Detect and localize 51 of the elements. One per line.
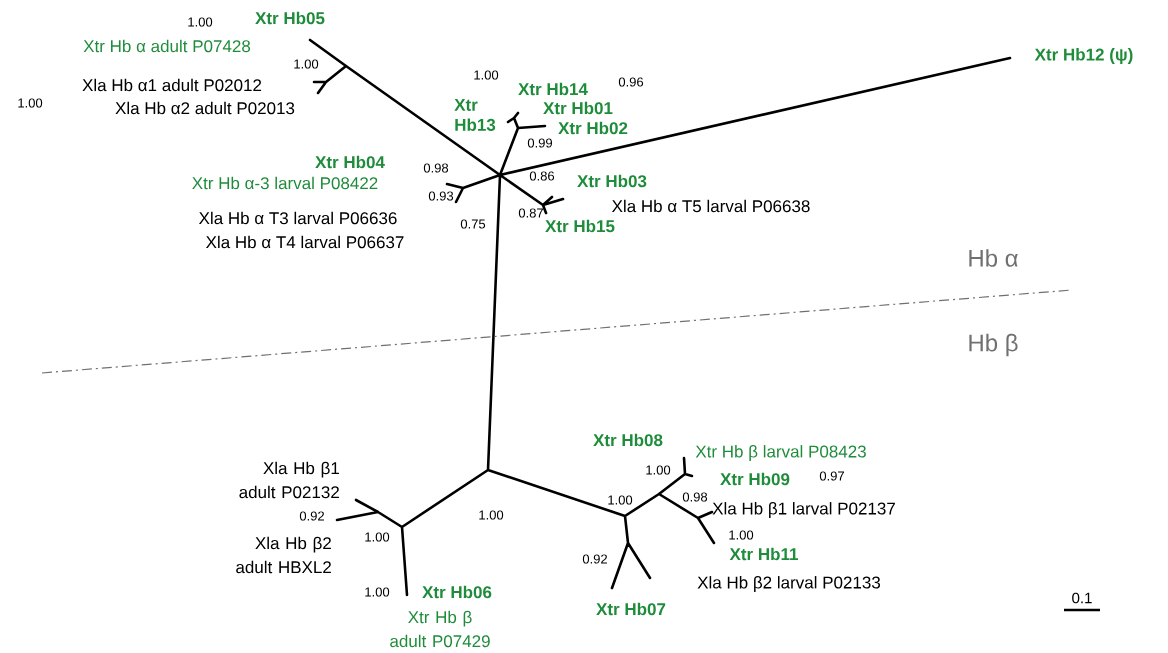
taxon-label: Xtr Hb05: [255, 11, 325, 25]
support-value: 0.87: [518, 208, 543, 218]
support-value: 0.86: [529, 171, 555, 181]
support-value: 1.00: [18, 98, 43, 108]
taxon-label: Xtr Hb12 (ψ): [1034, 48, 1133, 64]
taxon-label: Xla Hb α2 adult P02013: [115, 101, 295, 115]
support-value: 0.98: [682, 492, 708, 502]
taxon-label: Xtr Hb07: [596, 602, 666, 616]
taxon-label: Xtr Hb15: [545, 219, 615, 233]
taxon-label: Xla Hb β2 adult HBXL2: [236, 536, 331, 574]
taxon-label: Xtr Hb09: [720, 472, 790, 486]
taxon-label: Xtr Hb02: [558, 121, 628, 135]
taxon-label: Xla Hb β2 larval P02133: [697, 576, 881, 592]
taxon-label: Xtr Hb13: [454, 99, 496, 131]
support-value: 0.92: [582, 554, 607, 564]
support-value: 1.00: [646, 465, 671, 475]
taxon-label: Xla Hb β1 adult P02132: [239, 461, 339, 499]
support-value: 1.00: [474, 70, 499, 80]
taxon-label: Xla Hb α T4 larval P06637: [206, 235, 404, 249]
support-value: 0.96: [618, 77, 644, 87]
taxon-label: Xtr Hb α adult P07428: [83, 39, 251, 53]
support-value: 1.00: [188, 17, 213, 27]
taxon-label: Xla Hb α1 adult P02012: [82, 78, 262, 92]
support-value: 0.97: [819, 471, 844, 481]
support-value: 1.00: [365, 532, 390, 542]
support-value: 0.99: [527, 138, 553, 148]
taxon-label: Xtr Hb β larval P08423: [695, 445, 866, 461]
support-value: 1.00: [365, 587, 390, 597]
taxon-label: Xla Hb α T3 larval P06636: [199, 211, 397, 225]
taxon-label: Xtr Hb06: [422, 585, 492, 599]
support-value: 0.93: [428, 191, 454, 201]
taxon-label: Xtr Hb14: [518, 82, 588, 96]
taxon-label: Xtr Hb03: [577, 174, 647, 188]
scale-bar: 0.1: [1064, 592, 1100, 612]
taxon-label: Xtr Hb08: [593, 433, 663, 447]
support-value: 0.98: [423, 163, 449, 173]
group-label: Hb α: [969, 249, 1018, 267]
taxon-label: Xtr Hb β adult P07429: [390, 610, 490, 648]
support-value: 1.00: [479, 510, 504, 520]
taxon-label: Xla Hb β1 larval P02137: [712, 502, 895, 518]
group-label: Hb β: [969, 333, 1018, 357]
taxon-label: Xla Hb α T5 larval P06638: [611, 199, 810, 213]
taxon-label: Xtr Hb04: [315, 155, 385, 169]
support-value: 0.75: [460, 219, 486, 229]
support-value: 1.00: [294, 59, 319, 69]
support-value: 1.00: [729, 530, 754, 540]
taxon-label: Xtr Hb01: [543, 101, 613, 115]
support-value: 1.00: [608, 495, 633, 505]
taxon-label: Xtr Hb11: [729, 547, 798, 561]
taxon-label: Xtr Hb α-3 larval P08422: [192, 176, 378, 190]
support-value: 0.92: [299, 511, 324, 521]
